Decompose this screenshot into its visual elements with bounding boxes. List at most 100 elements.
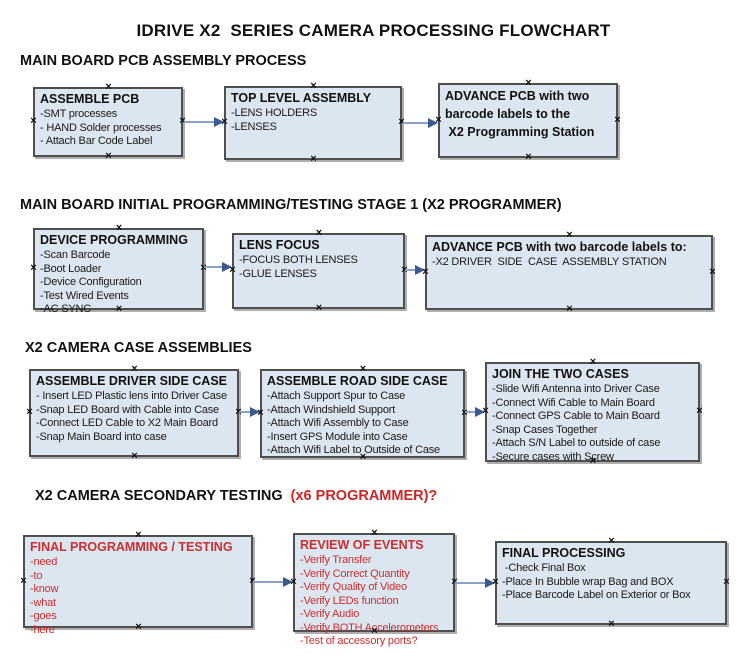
arrow-shaft [455,582,486,584]
box-title: FINAL PROGRAMMING / TESTING [30,540,233,554]
box-line: -to [30,569,43,582]
box-line: -LENSES [231,120,277,133]
connection-handle-icon [134,623,143,632]
box-top-level-assembly: TOP LEVEL ASSEMBLY -LENS HOLDERS -LENSES [224,86,402,160]
box-line: -Verify Correct Quantity [300,567,410,580]
box-title: REVIEW OF EVENTS [300,538,424,552]
box-lens-focus: LENS FOCUS -FOCUS BOTH LENSES -GLUE LENS… [232,233,405,309]
box-line: -goes [30,610,57,622]
connection-handle-icon [130,365,139,374]
flow-arrow [253,576,293,588]
connection-handle-icon [589,457,598,466]
box-title: ADVANCE PCB with two barcode labels to t… [445,89,595,139]
connection-handle-icon [309,82,318,91]
connection-handle-icon [491,578,500,587]
box-line: -Boot Loader [40,262,102,275]
box-line: -Attach Windshield Support [267,403,396,416]
connection-handle-icon [708,268,717,277]
box-line: -Slide Wifi Antenna into Driver Case [492,383,660,395]
connection-handle-icon [524,153,533,162]
connection-handle-icon [722,578,731,587]
section-header-black-part: X2 CAMERA SECONDARY TESTING [35,488,287,504]
box-line: -Verify LEDs function [300,594,399,607]
section-header-red-part: (x6 PROGRAMMER)? [286,488,438,504]
box-line: -Insert GPS Module into Case [267,430,408,443]
box-line: -Place In Bubble wrap Bag and BOX [502,575,674,588]
box-line: - Attach Bar Code Label [40,135,153,147]
connection-handle-icon [524,79,533,88]
box-line: -Check Final Box [502,562,586,574]
arrow-head-icon [475,407,485,417]
arrow-head-icon [415,265,425,275]
box-title: ASSEMBLE DRIVER SIDE CASE [36,374,228,388]
arrow-head-icon [428,118,438,128]
box-line: -Verify Transfer [300,554,372,566]
connection-handle-icon [607,620,616,629]
box-line: -Device Configuration [40,276,142,288]
page-title: IDRIVE X2 SERIES CAMERA PROCESSING FLOWC… [136,21,611,40]
flow-arrow [465,406,485,418]
connection-handle-icon [134,531,143,540]
connection-handle-icon [29,264,38,273]
box-final-programming-testing: FINAL PROGRAMMING / TESTING -need -to -k… [23,535,253,636]
connection-handle-icon [25,408,34,417]
connection-handle-icon [434,116,443,125]
flow-arrow [184,116,224,128]
connection-handle-icon [104,83,113,92]
box-line: -Attach Support Spur to Case [267,390,406,402]
box-title: JOIN THE TWO CASES [492,367,629,381]
box-title: LENS FOCUS [239,238,320,252]
connection-handle-icon [370,529,379,538]
box-line: -X2 DRIVER SIDE CASE ASSEMBLY STATION [432,256,667,268]
box-assemble-pcb: ASSEMBLE PCB -SMT processes - HAND Solde… [33,87,183,157]
connection-handle-icon [256,409,265,418]
box-line: -Snap LED Board with Cable into Case [36,403,219,416]
connection-handle-icon [130,452,139,461]
section-header-case-assemblies: X2 CAMERA CASE ASSEMBLIES [25,340,252,356]
box-title: ASSEMBLE ROAD SIDE CASE [267,374,448,388]
arrow-shaft [403,122,429,124]
box-line: -Scan Barcode [40,249,111,261]
box-line: -Connect LED Cable to X2 Main Board [36,417,218,429]
flow-arrow [403,117,438,129]
connection-handle-icon [315,229,324,238]
connection-handle-icon [315,304,324,313]
box-line: -Attach S/N Label to outside of case [492,437,661,449]
box-line: -Snap Main Board into case [36,430,167,443]
box-line: -Verify Audio [300,608,360,620]
flow-arrow [455,577,495,589]
arrow-head-icon [250,407,260,417]
connection-handle-icon [115,224,124,233]
box-title: TOP LEVEL ASSEMBLY [231,91,372,105]
box-line: -FOCUS BOTH LENSES [239,254,358,266]
arrow-shaft [239,411,251,413]
box-line: -Place Barcode Label on Exterior or Box [502,589,691,601]
box-advance-pcb-driver-side: ADVANCE PCB with two barcode labels to: … [425,235,713,310]
arrow-shaft [204,266,223,268]
connection-handle-icon [29,117,38,126]
connection-handle-icon [695,407,704,416]
box-line: -Attach Wifi Assembly to Case [267,417,409,429]
box-line: -Verify Quality of Video [300,581,407,593]
arrow-shaft [405,269,416,271]
box-join-the-two-cases: JOIN THE TWO CASES -Slide Wifi Antenna i… [485,362,700,463]
box-final-processing: FINAL PROCESSING -Check Final Box -Place… [495,541,727,625]
box-device-programming: DEVICE PROGRAMMING -Scan Barcode -Boot L… [33,228,204,315]
box-line: - HAND Solder processes [40,121,162,134]
box-line: -Connect GPS Cable to Main Board [492,410,660,422]
section-header-secondary-testing: X2 CAMERA SECONDARY TESTING (x6 PROGRAMM… [35,488,437,504]
connection-handle-icon [481,407,490,416]
connection-handle-icon [19,577,28,586]
arrow-shaft [184,121,215,123]
connection-handle-icon [309,155,318,164]
box-line: -Snap Cases Together [492,423,598,436]
box-line: -here [30,623,55,636]
connection-handle-icon [421,268,430,277]
box-line: -AC SYNC [40,303,91,315]
box-title: ASSEMBLE PCB [40,92,140,106]
box-line: -Test of accessory ports? [300,635,418,647]
section-header-initial-programming: MAIN BOARD INITIAL PROGRAMMING/TESTING S… [20,197,562,213]
connection-handle-icon [589,358,598,367]
flow-arrow [405,264,425,276]
box-line: -GLUE LENSES [239,267,317,280]
